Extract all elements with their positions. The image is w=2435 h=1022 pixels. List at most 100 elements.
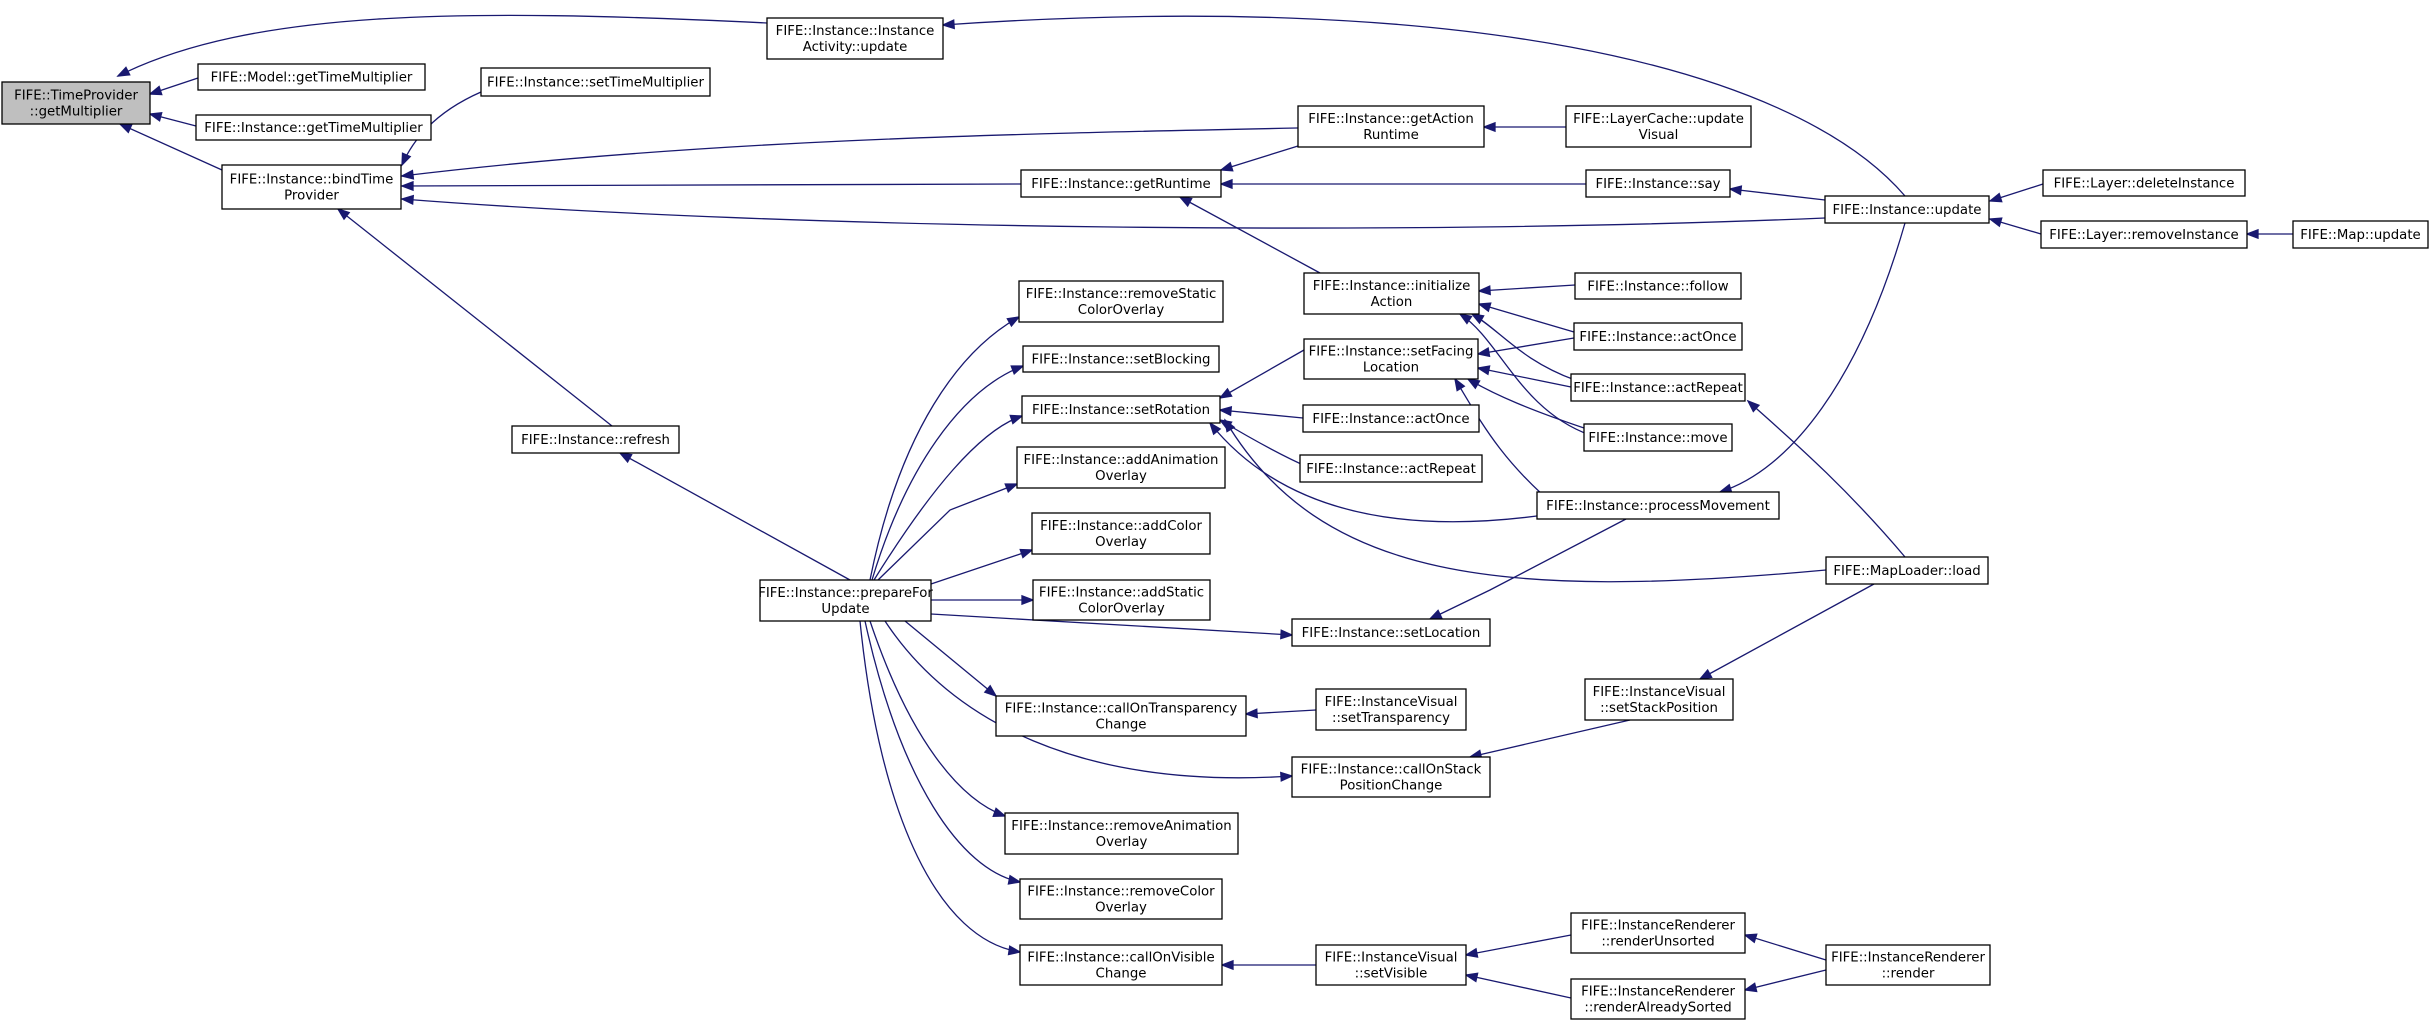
edge-line	[1744, 969, 1827, 991]
node-inst_update[interactable]: FIFE::Instance::update	[1824, 195, 1990, 224]
node-setlocation[interactable]: FIFE::Instance::setLocation	[1291, 618, 1491, 647]
node-setrotation[interactable]: FIFE::Instance::setRotation	[1021, 395, 1221, 424]
node-setvisible[interactable]: FIFE::InstanceVisual::setVisible	[1315, 944, 1467, 986]
node-box	[1032, 579, 1211, 621]
node-processmove[interactable]: FIFE::Instance::processMovement	[1536, 491, 1780, 520]
node-label: Update	[821, 602, 869, 617]
node-box	[1303, 338, 1479, 380]
edge-line	[1478, 284, 1576, 292]
arrowhead-icon	[1466, 378, 1481, 390]
edge-refresh-to-prepare	[618, 452, 851, 581]
node-box	[1303, 272, 1480, 315]
arrowhead-icon	[1458, 313, 1473, 325]
edge-setlocation-to-processmove	[1428, 518, 1627, 620]
node-follow[interactable]: FIFE::Instance::follow	[1574, 272, 1742, 300]
node-setblocking[interactable]: FIFE::Instance::setBlocking	[1022, 345, 1220, 373]
node-label: ::renderAlreadySorted	[1584, 1001, 1731, 1016]
node-model_gtm[interactable]: FIFE::Model::getTimeMultiplier	[197, 63, 426, 91]
node-box	[1291, 618, 1491, 647]
node-label: FIFE::Instance::setTimeMultiplier	[487, 76, 704, 91]
node-actonce2[interactable]: FIFE::Instance::actOnce	[1302, 404, 1480, 433]
nodes-layer: FIFE::TimeProvider::getMultiplierFIFE::M…	[1, 17, 2429, 1020]
node-settransp[interactable]: FIFE::InstanceVisual::setTransparency	[1315, 688, 1467, 731]
node-stackpos[interactable]: FIFE::InstanceVisual::setStackPosition	[1584, 678, 1734, 721]
arrowhead-icon	[1224, 418, 1236, 433]
node-rendunsorted[interactable]: FIFE::InstanceRenderer::renderUnsorted	[1570, 912, 1746, 954]
arrowhead-icon	[1454, 377, 1466, 392]
arrowhead-icon	[336, 207, 351, 221]
node-layer_delete[interactable]: FIFE::Layer::deleteInstance	[2042, 169, 2246, 197]
edge-line	[401, 127, 1299, 177]
arrowhead-icon	[1009, 414, 1024, 425]
edge-prepare-to-setrotation	[873, 414, 1024, 581]
edge-prepare-to-removestatic	[869, 316, 1021, 581]
node-label: FIFE::Instance::removeStatic	[1026, 287, 1217, 302]
node-label: Runtime	[1363, 128, 1419, 143]
node-rendsorted[interactable]: FIFE::InstanceRenderer::renderAlreadySor…	[1570, 978, 1746, 1020]
arrowhead-icon	[1464, 972, 1479, 983]
edge-line	[1209, 422, 1571, 523]
node-refresh[interactable]: FIFE::Instance::refresh	[511, 425, 680, 454]
node-move[interactable]: FIFE::Instance::move	[1583, 423, 1733, 452]
arrowhead-icon	[1178, 196, 1193, 208]
node-say[interactable]: FIFE::Instance::say	[1585, 169, 1731, 198]
node-callstack[interactable]: FIFE::Instance::callOnStackPositionChang…	[1291, 756, 1491, 798]
edge-setrotation-to-setfacing	[1218, 349, 1305, 399]
node-getruntime[interactable]: FIFE::Instance::getRuntime	[1020, 169, 1222, 198]
node-label: FIFE::Layer::deleteInstance	[2054, 177, 2235, 192]
node-box	[1, 81, 151, 125]
node-label: Overlay	[1095, 469, 1147, 484]
edge-getactionruntime-to-layercache_update	[1482, 121, 1566, 133]
node-label: Activity::update	[803, 40, 908, 55]
arrowhead-icon	[1218, 387, 1233, 399]
node-box	[1018, 280, 1224, 323]
edge-line	[1245, 709, 1317, 715]
arrowhead-icon	[1698, 668, 1713, 680]
node-layer_remove[interactable]: FIFE::Layer::removeInstance	[2040, 220, 2248, 249]
arrowhead-icon	[2245, 228, 2259, 240]
node-label: ::getMultiplier	[30, 105, 123, 120]
edge-line	[117, 14, 768, 77]
node-map_update[interactable]: FIFE::Map::update	[2292, 220, 2429, 249]
node-box	[1019, 878, 1223, 920]
node-inst_gtm[interactable]: FIFE::Instance::getTimeMultiplier	[195, 114, 432, 141]
node-label: FIFE::InstanceVisual	[1325, 951, 1458, 966]
node-actonce1[interactable]: FIFE::Instance::actOnce	[1573, 322, 1743, 351]
edge-say-to-inst_update	[1728, 185, 1826, 201]
node-label: FIFE::InstanceVisual	[1593, 685, 1726, 700]
edge-bindtp-to-getruntime	[400, 180, 1022, 192]
arrowhead-icon	[1476, 365, 1491, 376]
node-actrepeat2[interactable]: FIFE::Instance::actRepeat	[1299, 454, 1483, 483]
node-box	[1573, 322, 1743, 351]
arrowhead-icon	[1428, 609, 1443, 620]
node-label: ::setVisible	[1355, 967, 1428, 982]
node-label: PositionChange	[1340, 779, 1443, 794]
node-box	[1291, 756, 1491, 798]
node-actrepeat1[interactable]: FIFE::Instance::actRepeat	[1570, 373, 1746, 402]
edge-line	[1469, 719, 1631, 758]
node-settm[interactable]: FIFE::Instance::setTimeMultiplier	[480, 67, 711, 97]
node-label: FIFE::LayerCache::update	[1573, 112, 1744, 127]
arrowhead-icon	[1218, 405, 1233, 417]
arrowhead-icon	[400, 194, 415, 206]
arrowhead-icon	[1280, 629, 1294, 640]
node-mapload[interactable]: FIFE::MapLoader::load	[1825, 556, 1989, 585]
edge-prepare-to-setblocking	[871, 365, 1025, 581]
node-root[interactable]: FIFE::TimeProvider::getMultiplier	[1, 81, 151, 125]
node-render[interactable]: FIFE::InstanceRenderer::render	[1825, 944, 1991, 986]
